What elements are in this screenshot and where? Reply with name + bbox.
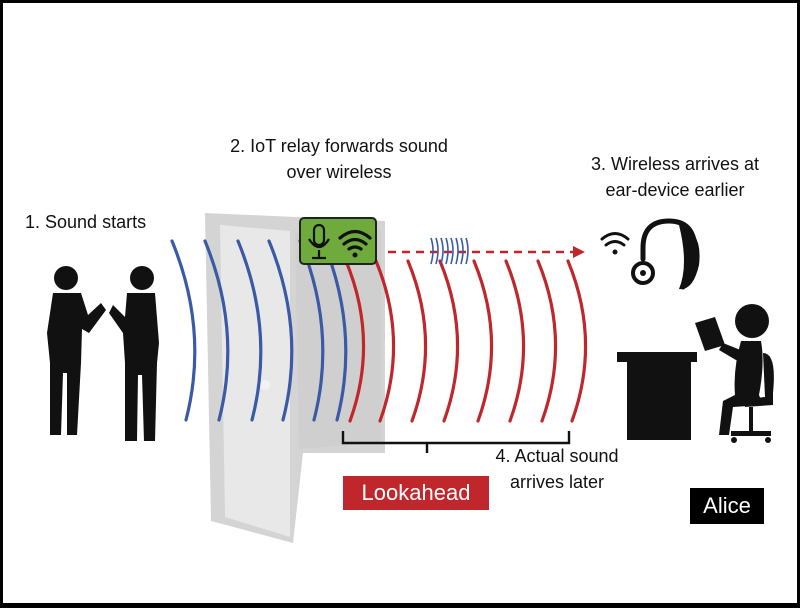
sound-waves-red: [344, 259, 588, 423]
wireless-signal-burst: [430, 237, 469, 265]
lookahead-bracket: [341, 431, 571, 453]
diagram-canvas: [47, 213, 774, 543]
microphone-wifi-icon: [299, 217, 377, 265]
wave-blue-2: [203, 239, 230, 422]
microphone-icon: [308, 223, 330, 260]
wave-red-4: [438, 259, 460, 423]
step3-line1: 3. Wireless arrives at: [590, 154, 760, 174]
alice-box: Alice: [690, 488, 764, 524]
step3-label: 3. Wireless arrives at ear-device earlie…: [577, 151, 773, 203]
step2-label: 2. IoT relay forwards sound over wireles…: [213, 133, 465, 185]
people-talking-icon: [47, 266, 159, 441]
wave-red-5: [472, 259, 494, 423]
wave-blue-3: [236, 239, 263, 422]
step1-label: 1. Sound starts: [25, 212, 147, 232]
diagram-frame: 1. Sound starts 2. IoT relay forwards so…: [3, 3, 797, 603]
wave-red-8: [566, 259, 588, 423]
wave-blue-4: [267, 239, 294, 422]
wave-red-2: [374, 259, 396, 423]
wifi-icon: [338, 229, 372, 258]
step4-line2: arrives later: [509, 472, 605, 492]
hearing-aid-icon: [600, 218, 700, 290]
wave-blue-1: [170, 239, 197, 422]
step3-line2: ear-device earlier: [605, 180, 745, 200]
wireless-arrow: [388, 237, 585, 265]
person-at-desk-icon: [617, 304, 774, 443]
wave-red-1: [344, 259, 366, 423]
wave-red-7: [536, 259, 558, 423]
step2-line2: over wireless: [286, 162, 392, 182]
wave-red-3: [406, 259, 428, 423]
step2-line1: 2. IoT relay forwards sound: [230, 136, 448, 156]
lookahead-box: Lookahead: [343, 476, 489, 510]
ear-wifi-icon: [600, 232, 630, 255]
step4-label: 4. Actual sound arrives later: [483, 443, 631, 495]
wave-red-6: [504, 259, 526, 423]
step4-line1: 4. Actual sound: [495, 446, 619, 466]
